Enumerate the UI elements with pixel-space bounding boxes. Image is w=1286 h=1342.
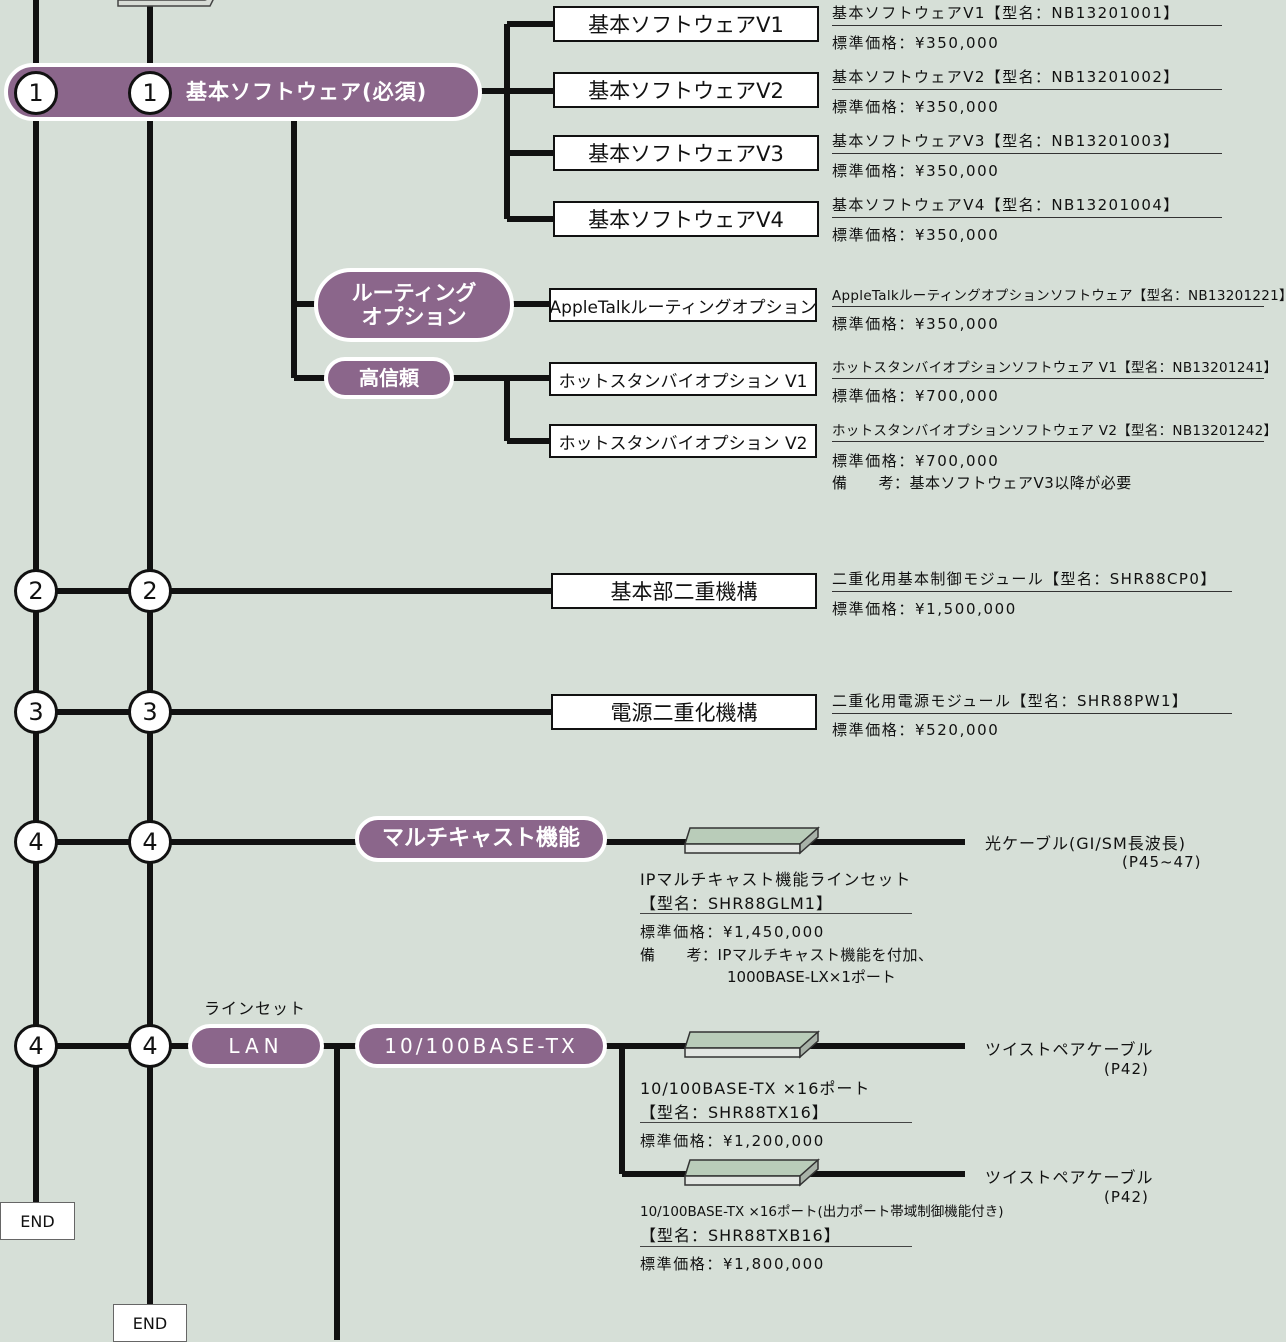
cable-label-tx16: ツイストペアケーブル [985,1040,1154,1059]
product-box-v4: 基本ソフトウェアV4 [553,201,819,237]
divider [640,1246,912,1247]
lineset-name-multicast: IPマルチキャスト機能ラインセット [640,870,912,889]
cable-page-txb16: (P42) [1104,1188,1149,1206]
marker-2-left: 2 [14,569,58,613]
lan-caption: ラインセット [204,999,307,1018]
product-price-v2: 標準価格：¥350,000 [832,98,1000,116]
product-box-dual-power: 電源二重化機構 [551,694,817,730]
module-icon [683,826,820,855]
module-icon [683,1158,820,1187]
product-price-v3: 標準価格：¥350,000 [832,162,1000,180]
module-icon [117,0,214,7]
product-title-appletalk: AppleTalkルーティングオプションソフトウェア【型名：NB13201221… [832,284,1286,307]
product-price-appletalk: 標準価格：¥350,000 [832,315,1000,333]
lineset-name-tx16: 10/100BASE-TX ×16ポート [640,1079,871,1098]
product-title-dual-power: 二重化用電源モジュール【型名：SHR88PW1】 [832,690,1232,714]
cable-label-multicast: 光ケーブル(GI/SM長波長) [985,834,1186,853]
product-price-dual-base: 標準価格：¥1,500,000 [832,600,1017,618]
product-price-hotstandby-v1: 標準価格：¥700,000 [832,387,1000,405]
cable-label-txb16: ツイストペアケーブル [985,1168,1154,1187]
tx-option: 10/100BASE-TX [355,1024,607,1068]
lineset-price-txb16: 標準価格：¥1,800,000 [640,1255,825,1273]
lineset-name-txb16: 10/100BASE-TX ×16ポート(出力ポート帯域制御機能付き) [640,1204,1004,1220]
product-title-hotstandby-v2: ホットスタンバイオプションソフトウェア V2【型名：NB13201242】 [832,419,1277,442]
lan-option: LAN [188,1024,324,1068]
product-title-v4: 基本ソフトウェアV4【型名：NB13201004】 [832,194,1222,218]
marker-1-left: 1 [14,71,58,115]
basic-software-option: 基本ソフトウェア(必須) [4,63,482,121]
marker-4-right: 4 [128,820,172,864]
marker-4b-left: 4 [14,1024,58,1068]
divider [640,1122,912,1123]
marker-1-right: 1 [128,71,172,115]
end-box-left: END [0,1202,75,1240]
product-note-hotstandby-v2: 備 考：基本ソフトウェアV3以降が必要 [832,474,1132,492]
product-title-hotstandby-v1: ホットスタンバイオプションソフトウェア V1【型名：NB13201241】 [832,356,1277,379]
product-box-hotstandby-v2: ホットスタンバイオプション V2 [549,424,817,458]
lineset-note2-multicast: 1000BASE-LX×1ポート [727,968,896,986]
divider [640,913,912,914]
basic-software-label: 基本ソフトウェア(必須) [186,79,428,104]
product-box-dual-base: 基本部二重機構 [551,573,817,609]
product-box-v2: 基本ソフトウェアV2 [553,72,819,108]
high-reliability-option: 高信頼 [324,357,454,399]
marker-3-right: 3 [128,690,172,734]
lineset-price-tx16: 標準価格：¥1,200,000 [640,1132,825,1150]
product-price-v4: 標準価格：¥350,000 [832,226,1000,244]
marker-4-left: 4 [14,820,58,864]
marker-4b-right: 4 [128,1024,172,1068]
lineset-note1-multicast: 備 考：IPマルチキャスト機能を付加、 [640,946,934,964]
product-box-v1: 基本ソフトウェアV1 [553,6,819,42]
end-box-right: END [113,1304,187,1342]
multicast-option: マルチキャスト機能 [355,816,607,862]
lineset-price-multicast: 標準価格：¥1,450,000 [640,923,825,941]
product-title-dual-base: 二重化用基本制御モジュール【型名：SHR88CP0】 [832,568,1232,592]
marker-3-left: 3 [14,690,58,734]
lineset-model-txb16: 【型名：SHR88TXB16】 [640,1226,841,1245]
product-title-v1: 基本ソフトウェアV1【型名：NB13201001】 [832,2,1222,26]
product-box-appletalk: AppleTalkルーティングオプション [549,288,817,322]
lineset-model-tx16: 【型名：SHR88TX16】 [640,1103,829,1122]
product-box-hotstandby-v1: ホットスタンバイオプション V1 [549,362,817,396]
product-title-v3: 基本ソフトウェアV3【型名：NB13201003】 [832,130,1222,154]
marker-2-right: 2 [128,569,172,613]
routing-option: ルーティング オプション [314,268,514,342]
product-price-v1: 標準価格：¥350,000 [832,34,1000,52]
product-price-hotstandby-v2: 標準価格：¥700,000 [832,452,1000,470]
product-title-v2: 基本ソフトウェアV2【型名：NB13201002】 [832,66,1222,90]
cable-page-multicast: (P45~47) [1122,853,1202,871]
module-icon [683,1030,820,1059]
product-price-dual-power: 標準価格：¥520,000 [832,721,1000,739]
product-box-v3: 基本ソフトウェアV3 [553,135,819,171]
lineset-model-multicast: 【型名：SHR88GLM1】 [640,894,833,913]
cable-page-tx16: (P42) [1104,1060,1149,1078]
